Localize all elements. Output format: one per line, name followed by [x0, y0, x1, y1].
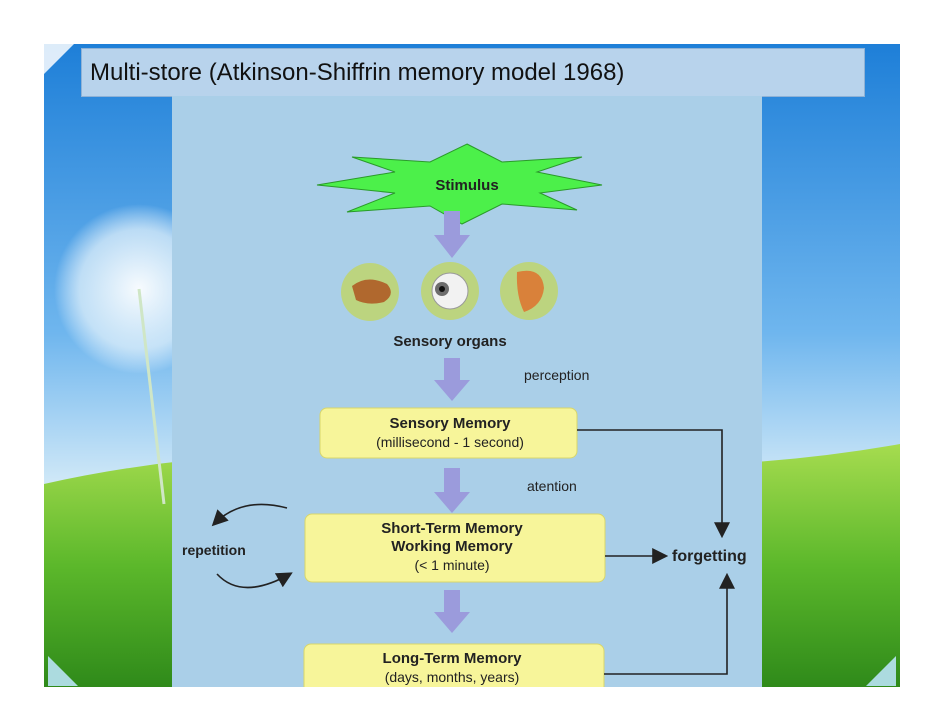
- flow-arrow-sensory-to-short-term: [434, 468, 470, 513]
- flow-arrow-stimulus-to-organs: [434, 211, 470, 258]
- slide: Multi-store (Atkinson-Shiffrin memory mo…: [44, 44, 900, 687]
- ear-icon: [500, 262, 558, 320]
- sensory-memory-box: [319, 407, 578, 459]
- hand-icon: [341, 263, 399, 321]
- flow-arrow-short-term-to-long-term: [434, 590, 470, 633]
- sensory-organs-label: Sensory organs: [393, 333, 506, 350]
- stimulus-star: [316, 143, 603, 225]
- eye-icon: [421, 262, 479, 320]
- long-term-memory-title: Long-Term Memory: [383, 650, 523, 667]
- diagram-panel: Stimulus Sensory organs: [172, 96, 762, 687]
- forgetting-label: forgetting: [672, 548, 747, 565]
- repetition-loop-arrows: [211, 503, 293, 589]
- working-memory-subtitle: Working Memory: [391, 538, 513, 555]
- slide-title: Multi-store (Atkinson-Shiffrin memory mo…: [90, 59, 625, 86]
- corner-decoration-bottom-left: [48, 656, 78, 686]
- short-term-memory-duration: (< 1 minute): [414, 557, 489, 573]
- long-term-memory-duration: (days, months, years): [385, 669, 520, 685]
- forgetting-connectors: [577, 429, 735, 675]
- perception-label: perception: [524, 367, 589, 383]
- title-bar: Multi-store (Atkinson-Shiffrin memory mo…: [81, 48, 865, 97]
- short-term-memory-box: [304, 513, 606, 583]
- stimulus-label: Stimulus: [435, 177, 498, 194]
- sensory-memory-duration: (millisecond - 1 second): [376, 434, 524, 450]
- memory-model-diagram: Stimulus Sensory organs: [182, 143, 747, 687]
- long-term-memory-box: [303, 643, 605, 687]
- attention-label: atention: [527, 478, 577, 494]
- corner-decoration-bottom-right: [866, 656, 896, 686]
- repetition-label: repetition: [182, 542, 246, 558]
- corner-decoration-top-left: [44, 44, 74, 74]
- short-term-memory-title: Short-Term Memory: [381, 520, 523, 537]
- sensory-memory-title: Sensory Memory: [390, 415, 512, 432]
- flow-arrow-organs-to-sensory-memory: [434, 358, 470, 401]
